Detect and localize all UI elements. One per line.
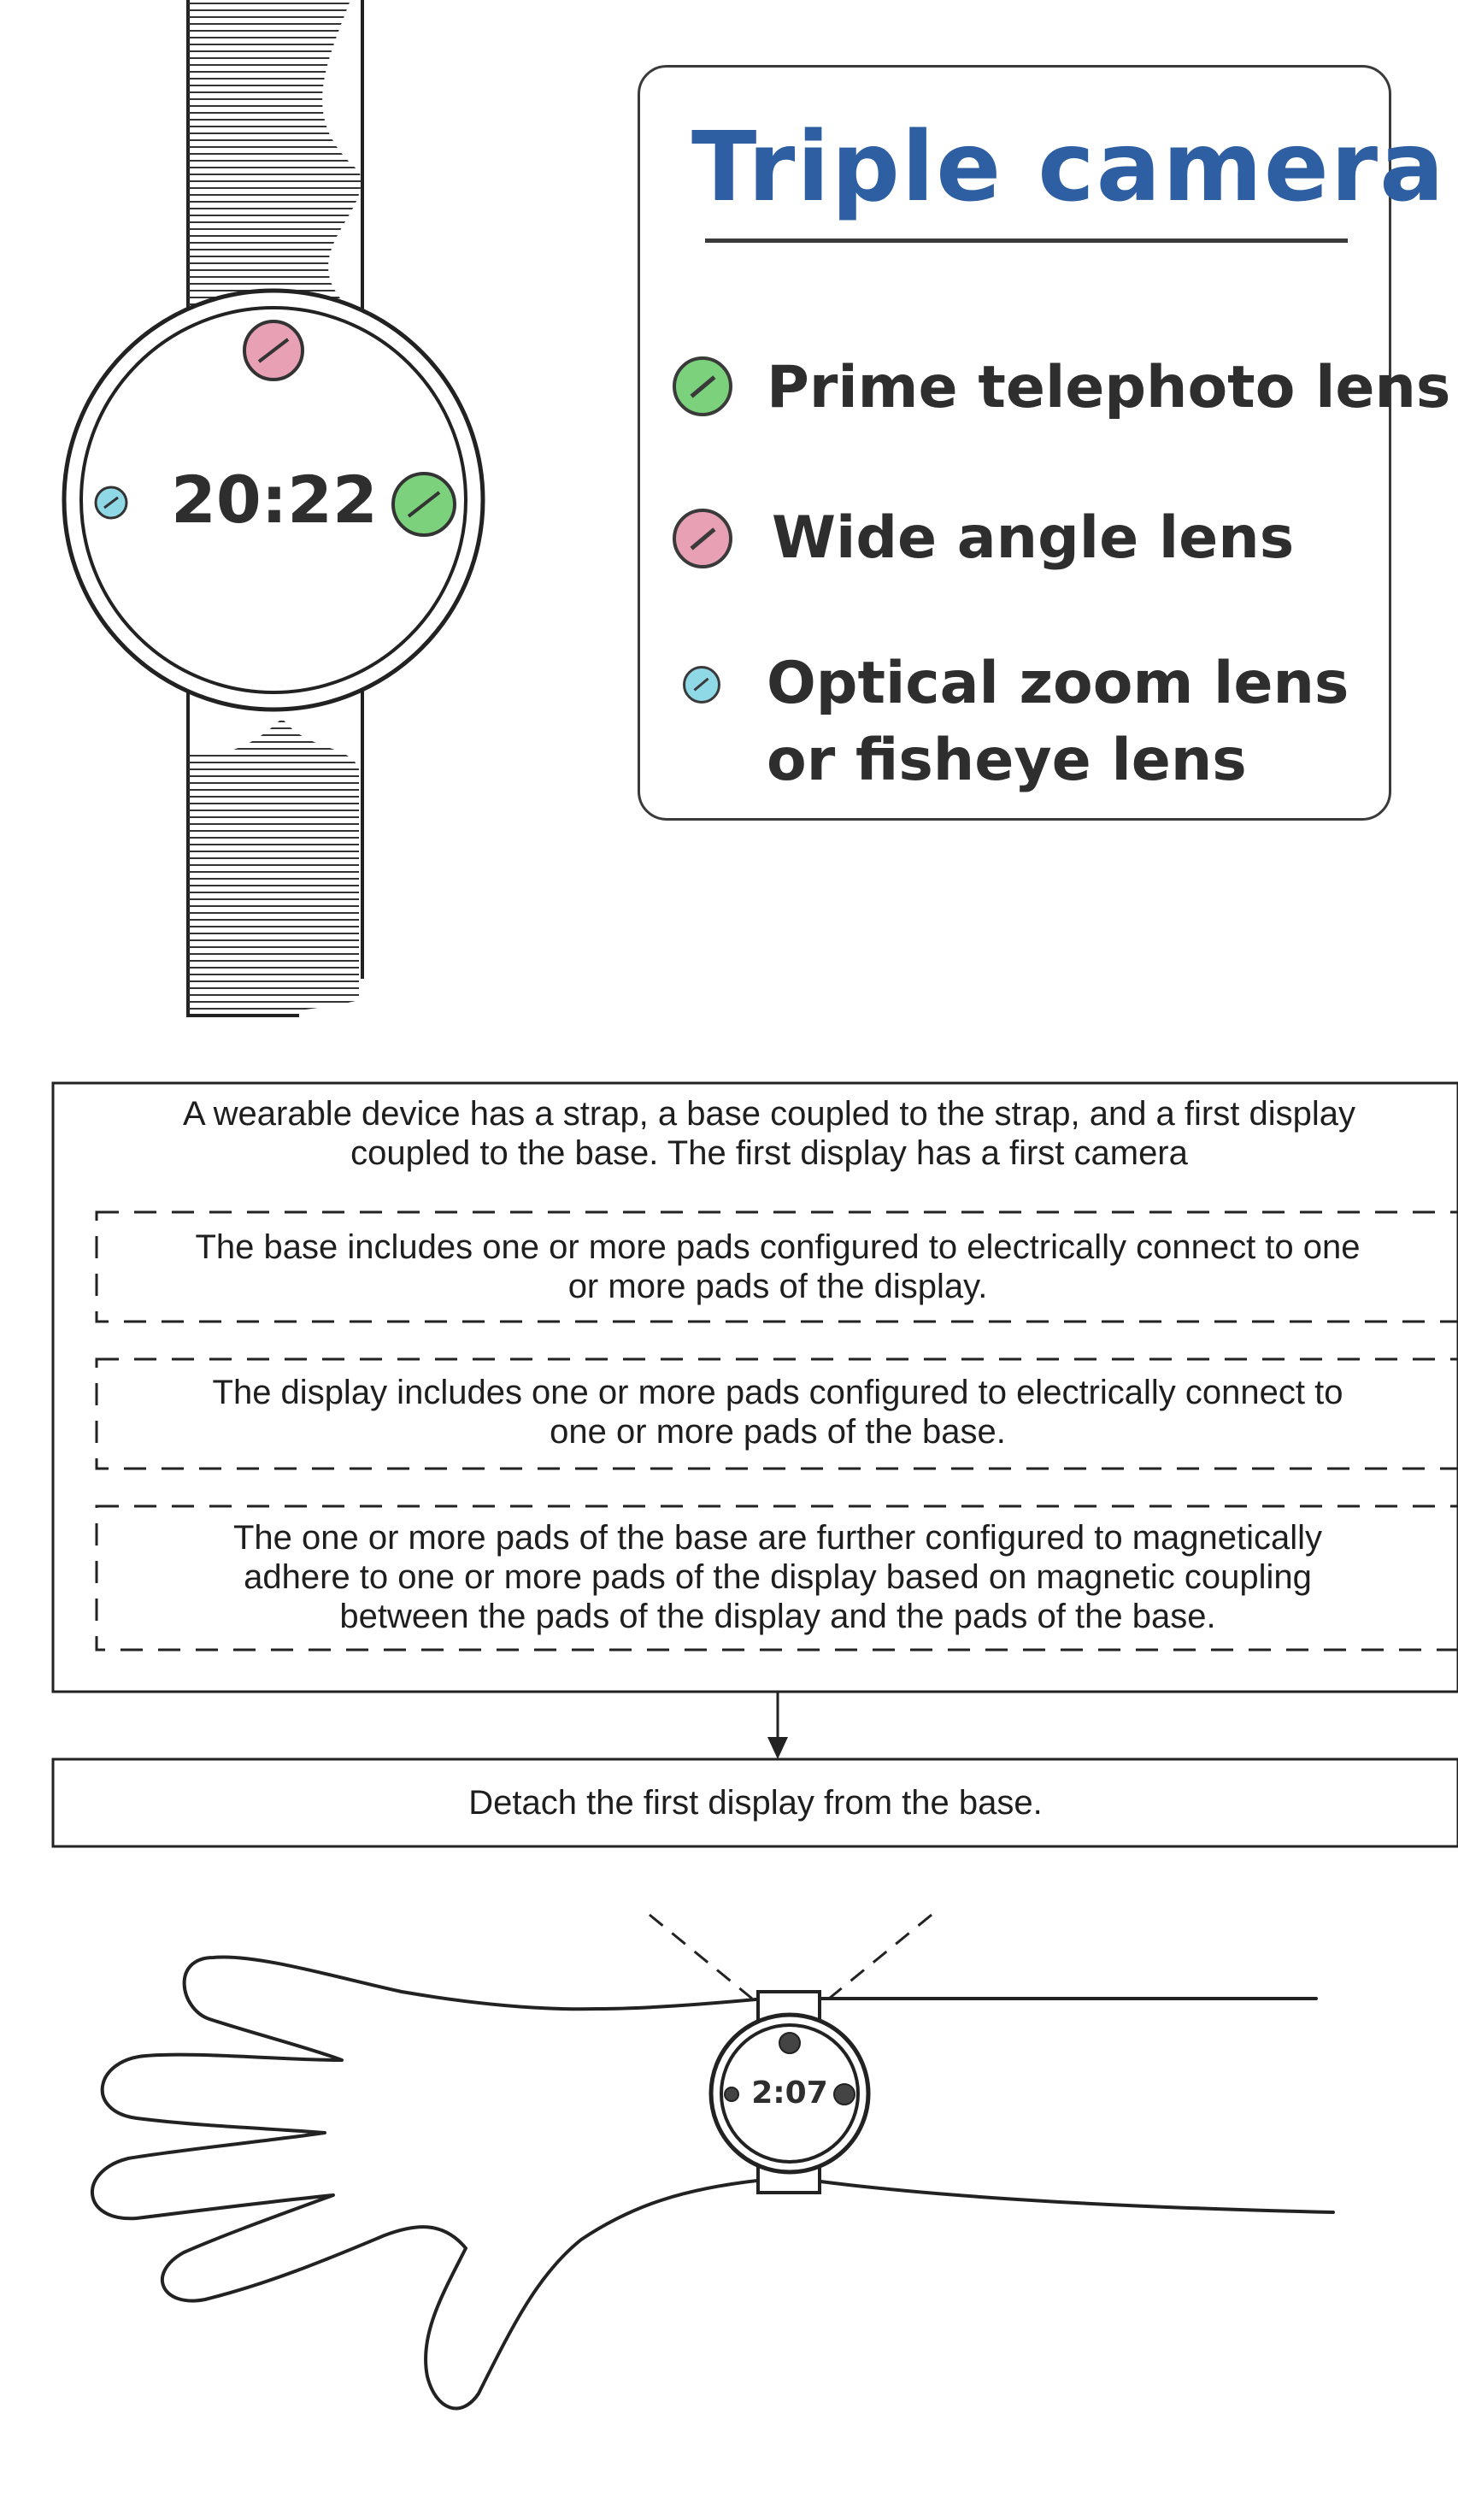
flow-sub-box-1 — [95, 1210, 1458, 1323]
legend-item-label: Wide angle lens — [772, 504, 1295, 572]
cyan-lens-icon — [683, 666, 720, 704]
legend-item-label-line2: or fisheye lens — [767, 727, 1247, 794]
flow-sub-text-line: The display includes one or more pads co… — [212, 1374, 1343, 1411]
legend-title: Triple camera — [691, 112, 1446, 223]
watch-face-upper — [62, 288, 485, 712]
flow-main-text-line: coupled to the base. The first display h… — [350, 1134, 1188, 1172]
flow-sub-text-line: adhere to one or more pads of the displa… — [244, 1558, 1312, 1596]
camera-lens-right-green — [391, 472, 456, 537]
watch-time-upper: 20:22 — [171, 462, 378, 538]
flow-sub-text-1: The base includes one or more pads confi… — [107, 1228, 1449, 1306]
flow-step-box — [51, 1758, 1458, 1848]
camera-lens-top-pink — [243, 320, 304, 381]
legend-item-label: Prime telephoto lens — [767, 354, 1451, 421]
flow-arrow — [767, 1692, 788, 1759]
green-lens-icon — [673, 356, 732, 416]
camera-lens-left-cyan — [94, 486, 128, 520]
watch-strap-upper — [186, 0, 364, 316]
flow-main-text-line: A wearable device has a strap, a base co… — [183, 1095, 1355, 1133]
flow-main-text: A wearable device has a strap, a base co… — [85, 1094, 1453, 1173]
watch-time-wrist: 2:07 — [751, 2075, 828, 2111]
flow-sub-text-2: The display includes one or more pads co… — [107, 1373, 1449, 1451]
watch-strap-lower — [186, 684, 364, 1017]
flow-sub-box-2 — [95, 1357, 1458, 1470]
legend-item-label: Optical zoom lens — [767, 650, 1349, 717]
flow-sub-text-3: The one or more pads of the base are fur… — [107, 1518, 1449, 1636]
flow-sub-text-line: one or more pads of the base. — [550, 1413, 1006, 1451]
pink-lens-icon — [673, 509, 732, 568]
flow-sub-text-line: or more pads of the display. — [567, 1268, 988, 1305]
flow-sub-box-3 — [95, 1504, 1458, 1652]
flow-step-text: Detach the first display from the base. — [468, 1784, 1043, 1822]
flow-sub-text-line: The one or more pads of the base are fur… — [232, 1519, 1323, 1557]
flow-sub-text-line: The base includes one or more pads confi… — [195, 1228, 1361, 1266]
legend-card: Triple camera Prime telephoto lens Wide … — [638, 65, 1450, 821]
camera-view-lines — [649, 1913, 932, 2000]
flow-sub-text-line: between the pads of the display and the … — [339, 1598, 1216, 1635]
legend-divider — [705, 238, 1348, 243]
flow-main-box — [51, 1081, 1458, 1693]
watch-wrist — [708, 1990, 871, 2194]
hand-outline — [91, 1955, 1335, 2411]
